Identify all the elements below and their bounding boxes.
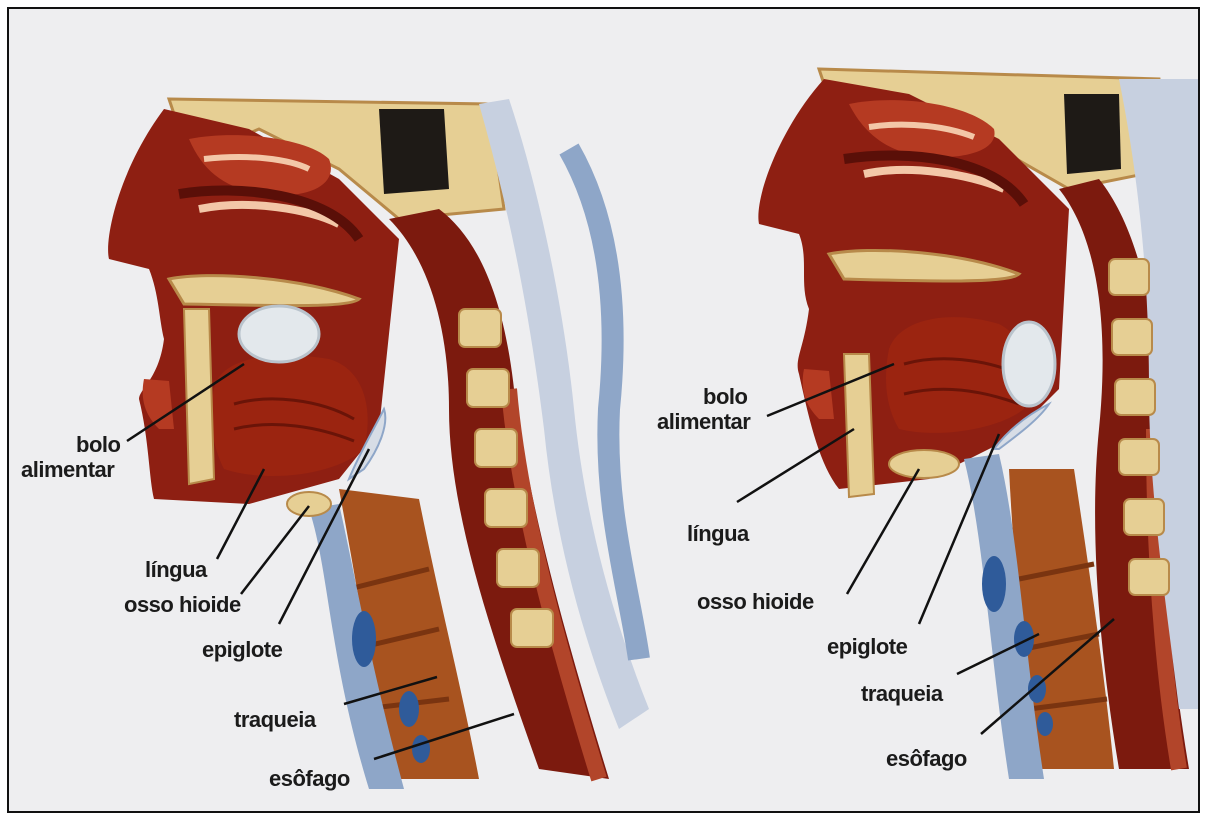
left-label-bolo: bolo (76, 432, 120, 457)
right-food-bolus (1003, 322, 1055, 406)
left-label-osso-hioide: osso hioide (124, 592, 241, 617)
right-label-bolo: bolo (703, 384, 747, 409)
right-label-epiglote: epiglote (827, 634, 907, 659)
right-hyoid-bone (889, 450, 959, 478)
right-label-lingua: língua (687, 521, 749, 546)
left-label-lingua: língua (145, 557, 207, 582)
left-label-alimentar: alimentar (21, 457, 114, 482)
right-label-alimentar: alimentar (657, 409, 750, 434)
right-sagittal-head-illustration (9, 9, 1200, 813)
left-label-traqueia: traqueia (234, 707, 316, 732)
left-label-epiglote: epiglote (202, 637, 282, 662)
right-label-traqueia: traqueia (861, 681, 943, 706)
left-label-esofago: esôfago (269, 766, 350, 791)
right-label-osso-hioide: osso hioide (697, 589, 814, 614)
figure-frame: bolo alimentar língua osso hioide epiglo… (7, 7, 1200, 813)
right-label-esofago: esôfago (886, 746, 967, 771)
